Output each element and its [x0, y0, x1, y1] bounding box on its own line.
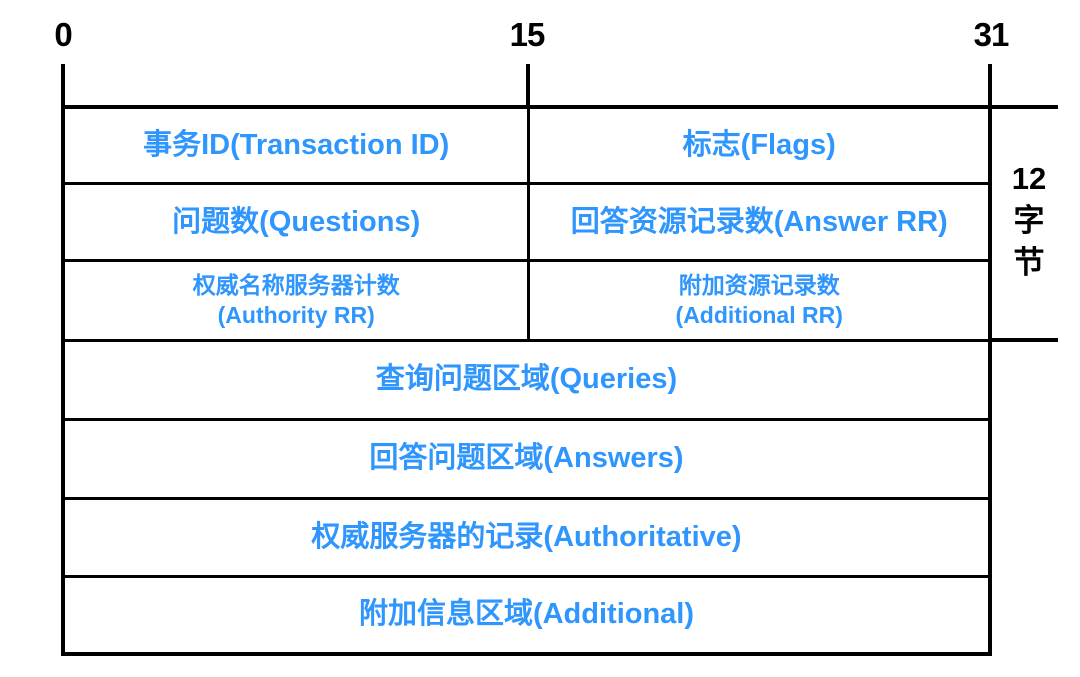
field-flags: 标志(Flags)	[682, 128, 836, 161]
byte-count-line1: 12	[1011, 161, 1047, 196]
field-additional-rr: 附加资源记录数 (Additional RR)	[530, 262, 988, 339]
section-answers: 回答问题区域(Answers)	[369, 441, 684, 474]
section-additional: 附加信息区域(Additional)	[358, 598, 695, 631]
byte-count-label: 12 字 节	[1000, 158, 1058, 284]
section-queries: 查询问题区域(Queries)	[375, 363, 678, 396]
table-row-transaction-flags: 事务ID(Transaction ID) 标志(Flags)	[65, 109, 988, 183]
field-transaction-id: 事务ID(Transaction ID)	[65, 109, 531, 183]
section-authoritative: 权威服务器的记录(Authoritative)	[311, 520, 742, 553]
byte-count-line3: 节	[1013, 245, 1045, 280]
table-row-authoritative: 权威服务器的记录(Authoritative)	[65, 496, 988, 575]
table-row-queries: 查询问题区域(Queries)	[65, 339, 988, 417]
bit-label-0: 0	[54, 16, 72, 53]
field-questions: 问题数(Questions)	[65, 185, 531, 260]
table-row-authority-additional: 权威名称服务器计数 (Authority RR) 附加资源记录数 (Additi…	[65, 259, 988, 340]
field-authority-rr-line2: (Authority RR)	[217, 301, 375, 328]
bit-label-15: 15	[509, 16, 546, 53]
field-answer-rr: 回答资源记录数(Answer RR)	[570, 205, 948, 238]
bit-label-31: 31	[973, 16, 1010, 53]
table-row-additional: 附加信息区域(Additional)	[65, 574, 988, 652]
packet-structure-table: 事务ID(Transaction ID) 标志(Flags) 问题数(Quest…	[61, 105, 992, 656]
field-authority-rr: 权威名称服务器计数 (Authority RR)	[65, 262, 531, 340]
field-additional-rr-line2: (Additional RR)	[675, 301, 843, 328]
table-row-questions-answer: 问题数(Questions) 回答资源记录数(Answer RR)	[65, 182, 988, 260]
byte-bracket-top-line	[992, 105, 1058, 109]
field-additional-rr-line1: 附加资源记录数	[678, 272, 840, 298]
tick-mark-0	[61, 64, 65, 109]
byte-bracket-bottom-line	[992, 338, 1058, 342]
table-row-answers: 回答问题区域(Answers)	[65, 417, 988, 497]
tick-mark-31	[988, 64, 992, 109]
field-authority-rr-line1: 权威名称服务器计数	[192, 272, 400, 298]
byte-count-line2: 字	[1013, 203, 1045, 238]
tick-mark-15	[526, 64, 530, 109]
